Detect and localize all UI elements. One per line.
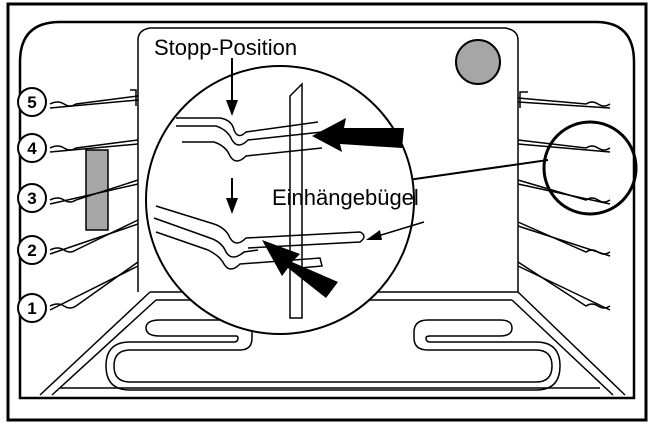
left-shelf-rails xyxy=(49,89,139,311)
lower-rail-hanger xyxy=(155,205,365,249)
shelf-level-2: 2 xyxy=(17,235,47,265)
back-wall-top xyxy=(137,27,519,41)
right-shelf-rails xyxy=(517,91,611,311)
push-arrow-lower xyxy=(262,240,338,298)
stop-arrow-upper-head xyxy=(226,100,238,116)
shelf-level-5: 5 xyxy=(17,87,47,117)
hanger-pointer-head xyxy=(366,230,382,240)
shelf-level-3: 3 xyxy=(17,183,47,213)
back-wall-edges xyxy=(137,40,519,292)
lower-rail-bottom xyxy=(155,231,323,270)
shelf-level-3-label: 3 xyxy=(27,189,36,208)
stop-arrow-lower-head xyxy=(226,198,238,214)
upper-rail-top xyxy=(176,117,319,137)
hanging-bracket-label: Einhängebügel xyxy=(272,185,419,210)
upper-rail-bottom xyxy=(182,141,323,162)
highlight-circle xyxy=(542,120,638,216)
callout-connector-line xyxy=(407,159,549,181)
oven-cavity xyxy=(18,20,636,400)
shelf-level-4-label: 4 xyxy=(27,139,37,158)
stop-position-label: Stopp-Position xyxy=(154,35,297,60)
shelf-level-2-label: 2 xyxy=(27,241,36,260)
outer-frame xyxy=(6,2,648,422)
shelf-level-1: 1 xyxy=(17,293,47,323)
grey-indicator-circle xyxy=(455,39,501,85)
push-arrow-upper xyxy=(312,118,404,152)
shelf-level-5-label: 5 xyxy=(27,93,36,112)
shelf-level-4: 4 xyxy=(17,133,47,163)
hanger-pointer-line xyxy=(377,221,425,237)
shelf-level-1-label: 1 xyxy=(27,299,36,318)
shelf-level-markers: 5 4 3 2 1 xyxy=(17,87,47,323)
arrows xyxy=(226,58,425,298)
heating-element xyxy=(105,319,561,391)
